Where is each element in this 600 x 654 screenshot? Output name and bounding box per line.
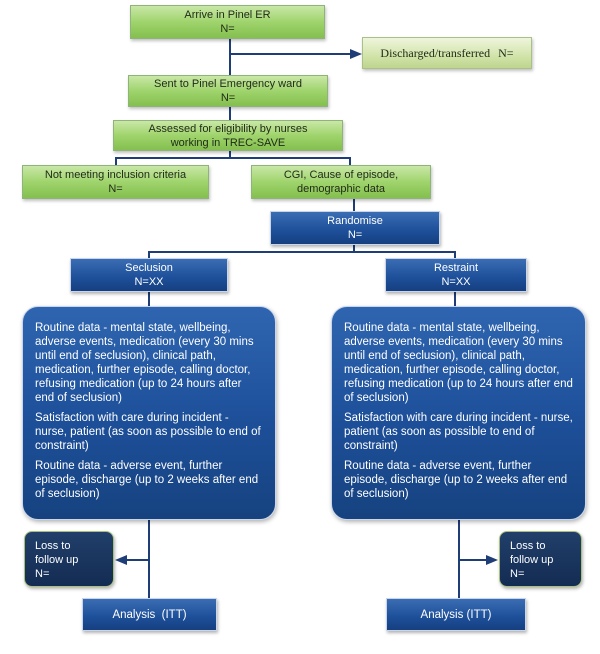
connector-to-not-meeting [115, 157, 117, 166]
connector-to-seclusion [148, 251, 150, 259]
loss-left-line1: Loss to [35, 540, 71, 552]
analysis-right-title: Analysis (ITT) [420, 608, 492, 621]
seclusion-satisfaction: Satisfaction with care during incident -… [35, 412, 261, 452]
node-seclusion: Seclusion N=XX [70, 258, 228, 292]
node-randomise-title: Randomise [327, 215, 383, 227]
restraint-routine-data: Routine data - mental state, wellbeing, … [344, 322, 573, 404]
connector-assessed-split [229, 150, 231, 158]
panel-seclusion-data: Routine data - mental state, wellbeing, … [22, 306, 276, 520]
connector-to-loss-left [126, 559, 150, 561]
node-assessed: Assessed for eligibility by nurses worki… [113, 120, 343, 151]
node-emergency-ward: Sent to Pinel Emergency ward N= [128, 75, 328, 107]
arrow-head-loss-right [486, 555, 498, 565]
node-assessed-line1: Assessed for eligibility by nurses [148, 122, 308, 135]
restraint-followup-data: Routine data - adverse event, further ep… [344, 460, 568, 500]
connector-to-restraint [454, 251, 456, 259]
connector-cgi-randomise [353, 198, 355, 212]
node-loss-right: Loss to follow up N= [499, 531, 582, 587]
loss-left-count: N= [35, 568, 50, 580]
node-discharged: Discharged/transferred N= [362, 37, 532, 69]
connector-to-loss-right [458, 559, 486, 561]
node-seclusion-title: Seclusion [125, 262, 173, 274]
connector-ward-assessed [229, 106, 231, 121]
node-assessed-line2: working in TREC-SAVE [170, 136, 286, 149]
node-loss-left: Loss to follow up N= [24, 531, 114, 587]
analysis-left-title: Analysis (ITT) [112, 608, 187, 621]
restraint-satisfaction: Satisfaction with care during incident -… [344, 412, 573, 452]
node-restraint-title: Restraint [433, 262, 479, 274]
node-cgi: CGI, Cause of episode, demographic data [251, 165, 431, 199]
connector-restraint-panel [454, 291, 456, 307]
connector-seclusion-panel [148, 291, 150, 307]
panel-restraint-data: Routine data - mental state, wellbeing, … [331, 306, 586, 520]
arrow-head-discharged [350, 49, 362, 59]
connector-randomise-down [353, 244, 355, 252]
node-randomise-count: N= [347, 229, 363, 241]
seclusion-routine-data: Routine data - mental state, wellbeing, … [35, 322, 254, 404]
node-not-meeting-title: Not meeting inclusion criteria [44, 169, 187, 181]
seclusion-followup-data: Routine data - adverse event, further ep… [35, 460, 259, 500]
node-cgi-text: CGI, Cause of episode, demographic data [283, 169, 399, 195]
node-restraint: Restraint N=XX [385, 258, 527, 292]
node-not-meeting-count: N= [108, 183, 123, 195]
node-randomise: Randomise N= [270, 211, 440, 245]
loss-left-line2: follow up [35, 554, 79, 566]
node-arrive-count: N= [220, 23, 235, 35]
connector-to-cgi [349, 157, 351, 166]
loss-right-line2: follow up [510, 554, 554, 566]
connector-split-horizontal [115, 157, 351, 159]
node-analysis-left: Analysis (ITT) [82, 598, 217, 631]
connector-to-discharged [230, 53, 351, 55]
node-restraint-count: N=XX [441, 276, 471, 288]
node-arrive-er: Arrive in Pinel ER N= [130, 5, 325, 39]
node-arrive-title: Arrive in Pinel ER [184, 9, 271, 21]
arrow-head-loss-left [115, 555, 127, 565]
loss-right-count: N= [510, 568, 525, 580]
node-discharged-count: N= [498, 45, 514, 60]
node-seclusion-count: N=XX [134, 276, 164, 288]
node-ward-title: Sent to Pinel Emergency ward [154, 78, 302, 90]
connector-arrive-ward [229, 38, 231, 76]
node-not-meeting: Not meeting inclusion criteria N= [22, 165, 209, 199]
node-discharged-label: Discharged/transferred [380, 45, 491, 60]
connector-randomise-horizontal [148, 251, 456, 253]
node-analysis-right: Analysis (ITT) [386, 598, 526, 631]
loss-right-line1: Loss to [510, 540, 546, 552]
node-ward-count: N= [220, 92, 236, 104]
